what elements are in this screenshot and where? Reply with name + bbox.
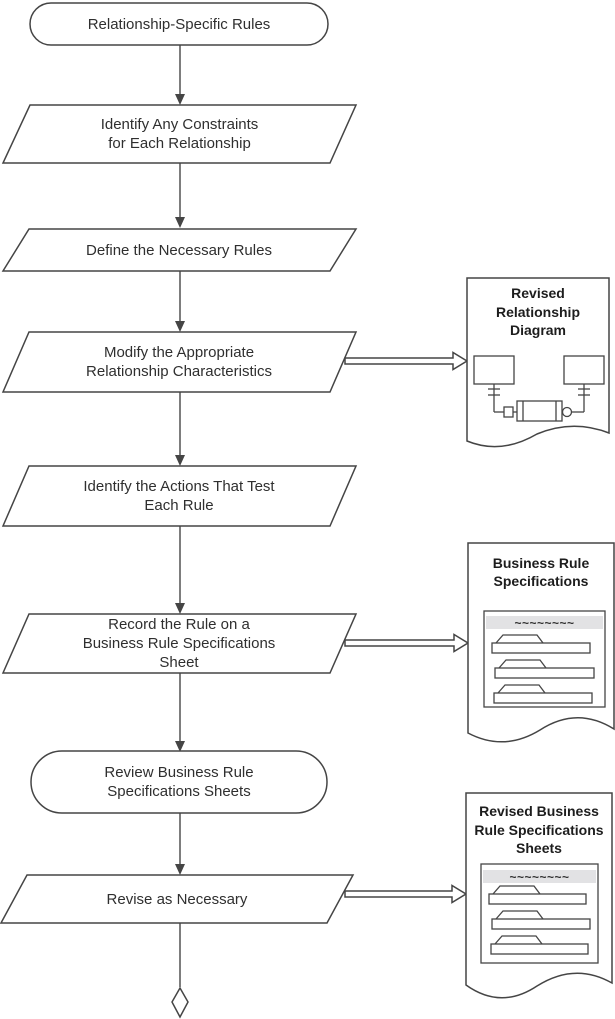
er-entity-left xyxy=(473,355,515,385)
sheet-row-bar xyxy=(488,893,587,905)
er-relationship-box xyxy=(516,400,563,422)
output-arrow-to-doc3 xyxy=(344,884,468,904)
sheet-row-bar xyxy=(491,642,591,654)
er-entity-right xyxy=(563,355,605,385)
arrowhead-icon xyxy=(175,321,185,332)
arrowhead-icon xyxy=(175,603,185,614)
sheet-row-tab xyxy=(498,659,547,669)
sheet-row-tab xyxy=(497,684,546,694)
output-arrow-to-doc1 xyxy=(344,351,469,371)
document-revised-relationship-diagram-shape xyxy=(466,277,610,448)
output-arrow-to-doc2 xyxy=(344,633,470,653)
er-circle-connector xyxy=(561,406,573,418)
sheet-header-band xyxy=(486,616,603,629)
arrowhead-icon xyxy=(175,94,185,105)
end-diamond-shape xyxy=(171,986,189,1019)
arrowhead-icon xyxy=(175,741,185,752)
arrowheads xyxy=(175,94,185,875)
process-identify-actions-shape xyxy=(1,465,358,527)
spec-sheet-icon xyxy=(483,610,606,708)
arrowhead-icon xyxy=(175,217,185,228)
terminator-review-shape xyxy=(30,750,328,814)
sheet-row-bar xyxy=(490,943,589,955)
sheet-row-tab xyxy=(495,634,544,644)
sheet-row-tab xyxy=(494,935,543,945)
process-define-rules-shape xyxy=(1,228,358,272)
sheet-header-band xyxy=(483,870,596,883)
sheet-row-tab xyxy=(492,885,541,895)
process-record-rule-shape xyxy=(1,613,358,674)
spec-sheet-icon xyxy=(480,863,599,964)
er-square-connector xyxy=(503,406,514,418)
process-identify-constraints-shape xyxy=(1,104,358,164)
terminator-start-shape xyxy=(29,2,329,46)
process-modify-characteristics-shape xyxy=(1,331,358,393)
sheet-row-bar xyxy=(494,667,595,679)
sheet-row-bar xyxy=(493,692,593,704)
sheet-row-tab xyxy=(495,910,544,920)
er-diagram-icon xyxy=(473,355,605,422)
arrowhead-icon xyxy=(175,864,185,875)
arrowhead-icon xyxy=(175,455,185,466)
sheet-row-bar xyxy=(491,918,591,930)
process-revise-shape xyxy=(0,874,355,924)
